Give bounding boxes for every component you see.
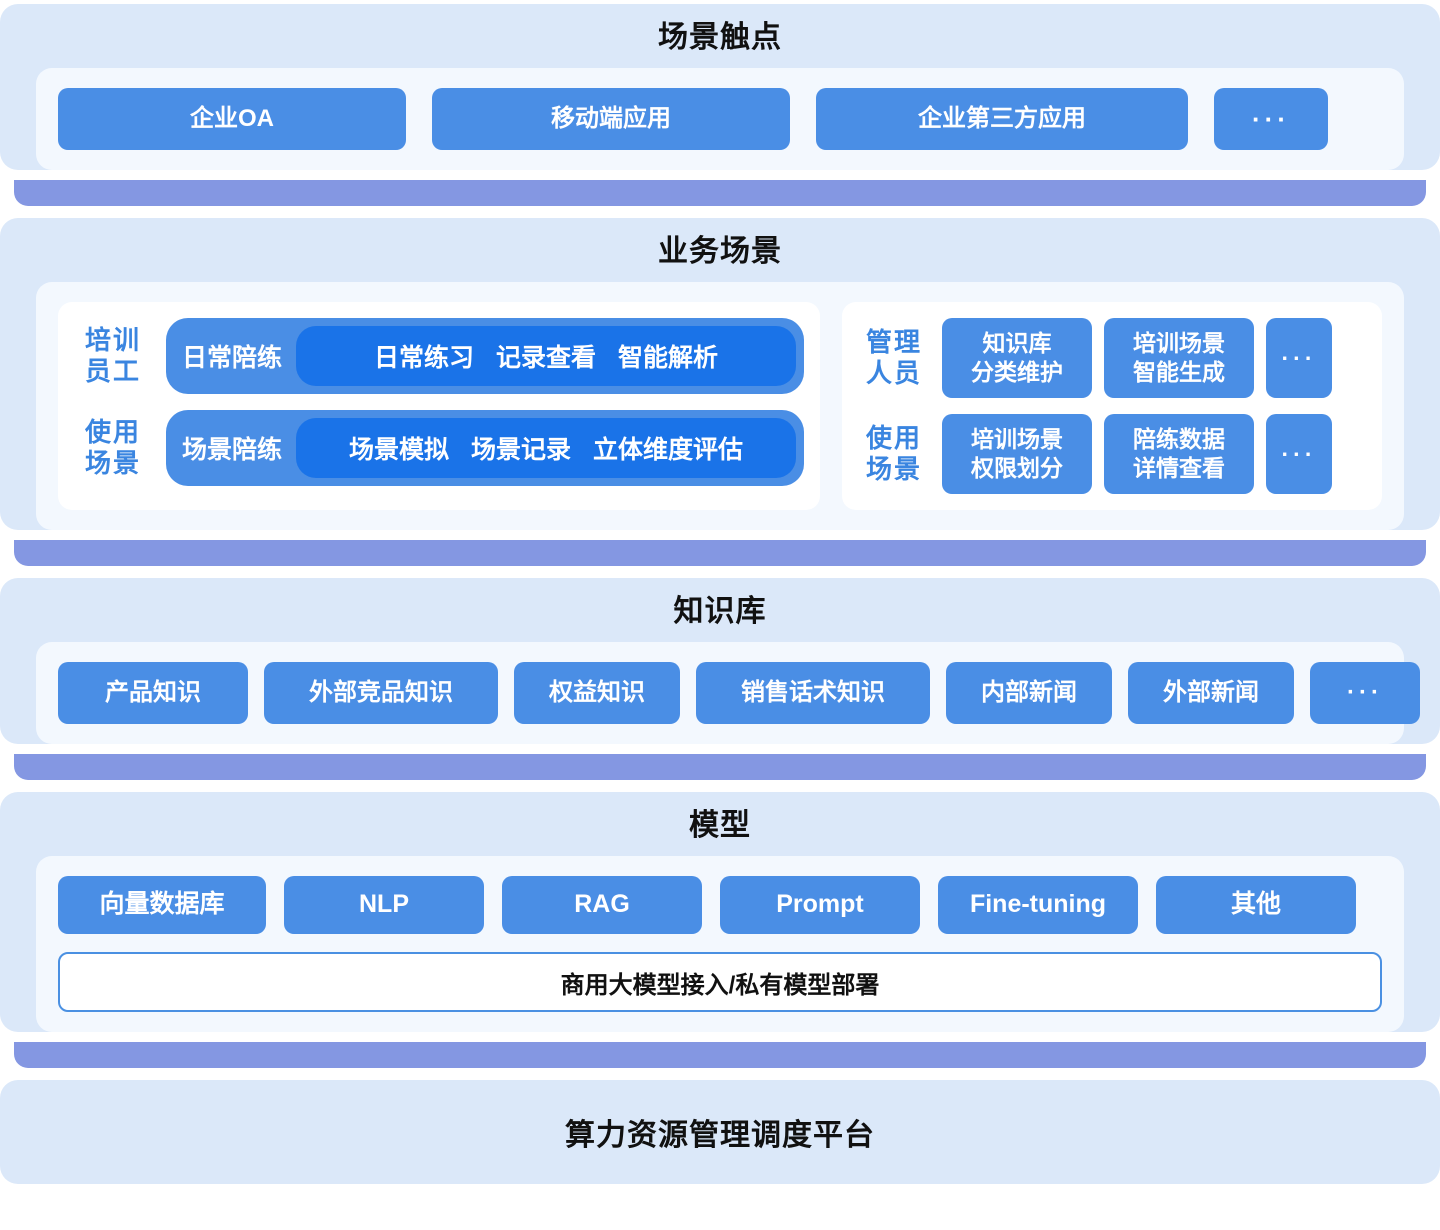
layer-shadow-band [14,540,1426,566]
pill-lead-label: 场景陪练 [182,436,283,464]
touchpoint-chip-more[interactable]: ··· [1214,88,1328,150]
business-row-manager: 管理 人员 知识库 分类维护 培训场景 智能生成 ··· [858,318,1366,398]
business-item[interactable]: 场景模拟 [348,436,449,464]
manager-chip-more[interactable]: ··· [1266,318,1332,398]
business-row-scenario: 使用 场景 场景陪练 场景模拟 场景记录 立体维度评估 [74,410,804,486]
model-panel: 模型 向量数据库 NLP RAG Prompt Fine-tuning 其他 商… [0,792,1440,1032]
manager-chip-kb-category[interactable]: 知识库 分类维护 [942,318,1092,398]
knowledge-title: 知识库 [673,595,767,628]
model-list: 向量数据库 NLP RAG Prompt Fine-tuning 其他 [58,876,1382,934]
knowledge-chip-internal-news[interactable]: 内部新闻 [946,662,1112,724]
touchpoints-card: 企业OA 移动端应用 企业第三方应用 ··· [36,68,1404,170]
pill-scenario-training[interactable]: 场景陪练 场景模拟 场景记录 立体维度评估 [166,410,804,486]
touchpoint-chip-mobile[interactable]: 移动端应用 [432,88,790,150]
business-right-card: 管理 人员 知识库 分类维护 培训场景 智能生成 ··· 使用 场景 培训场景 … [842,302,1382,510]
business-item[interactable]: 立体维度评估 [593,436,744,464]
platform-panel: 算力资源管理调度平台 [0,1080,1440,1184]
model-chip-other[interactable]: 其他 [1156,876,1356,934]
knowledge-panel: 知识库 产品知识 外部竞品知识 权益知识 销售话术知识 内部新闻 外部新闻 ··… [0,578,1440,744]
knowledge-chip-more[interactable]: ··· [1310,662,1420,724]
business-item[interactable]: 场景记录 [471,436,572,464]
layer-shadow-band [14,1042,1426,1068]
model-chip-rag[interactable]: RAG [502,876,702,934]
layer-model: 模型 向量数据库 NLP RAG Prompt Fine-tuning 其他 商… [0,792,1440,1068]
layer-shadow-band [14,180,1426,206]
knowledge-chip-benefits[interactable]: 权益知识 [514,662,680,724]
knowledge-chip-sales-script[interactable]: 销售话术知识 [696,662,930,724]
pill-daily-training[interactable]: 日常陪练 日常练习 记录查看 智能解析 [166,318,804,394]
knowledge-chip-product[interactable]: 产品知识 [58,662,248,724]
knowledge-chip-competitor[interactable]: 外部竞品知识 [264,662,498,724]
business-item[interactable]: 日常练习 [373,344,474,372]
business-columns: 培训 员工 日常陪练 日常练习 记录查看 智能解析 [58,302,1382,510]
touchpoints-panel: 场景触点 企业OA 移动端应用 企业第三方应用 ··· [0,4,1440,170]
platform-title: 算力资源管理调度平台 [565,1119,875,1152]
manager-chip-permission[interactable]: 培训场景 权限划分 [942,414,1092,494]
layer-platform: 算力资源管理调度平台 [0,1080,1440,1184]
model-chip-vector-db[interactable]: 向量数据库 [58,876,266,934]
touchpoints-title: 场景触点 [658,21,782,54]
business-card: 培训 员工 日常陪练 日常练习 记录查看 智能解析 [36,282,1404,530]
business-row-manager-scenario: 使用 场景 培训场景 权限划分 陪练数据 详情查看 ··· [858,414,1366,494]
manager-chip-data-detail[interactable]: 陪练数据 详情查看 [1104,414,1254,494]
business-panel: 业务场景 培训 员工 日常陪练 日常练习 记录查看 智能解析 [0,218,1440,530]
business-row-trainee: 培训 员工 日常陪练 日常练习 记录查看 智能解析 [74,318,804,394]
touchpoint-chip-thirdparty[interactable]: 企业第三方应用 [816,88,1188,150]
layer-knowledge: 知识库 产品知识 外部竞品知识 权益知识 销售话术知识 内部新闻 外部新闻 ··… [0,578,1440,780]
layer-shadow-band [14,754,1426,780]
role-label-scenario: 使用 场景 [84,417,141,478]
business-left-card: 培训 员工 日常陪练 日常练习 记录查看 智能解析 [58,302,820,510]
model-chip-nlp[interactable]: NLP [284,876,484,934]
model-title: 模型 [689,809,751,842]
model-chip-prompt[interactable]: Prompt [720,876,920,934]
model-card: 向量数据库 NLP RAG Prompt Fine-tuning 其他 商用大模… [36,856,1404,1032]
pill-inner-items: 场景模拟 场景记录 立体维度评估 [296,418,796,478]
layer-touchpoints: 场景触点 企业OA 移动端应用 企业第三方应用 ··· [0,4,1440,206]
business-item[interactable]: 智能解析 [618,344,719,372]
model-chip-finetuning[interactable]: Fine-tuning [938,876,1138,934]
manager-chip-scenario-gen[interactable]: 培训场景 智能生成 [1104,318,1254,398]
touchpoint-chip-oa[interactable]: 企业OA [58,88,406,150]
role-label-manager: 管理 人员 [865,327,922,388]
touchpoints-list: 企业OA 移动端应用 企业第三方应用 ··· [58,88,1382,150]
business-title: 业务场景 [658,235,782,268]
knowledge-card: 产品知识 外部竞品知识 权益知识 销售话术知识 内部新闻 外部新闻 ··· [36,642,1420,744]
pill-lead-label: 日常陪练 [182,344,283,372]
role-label-manager-scenario: 使用 场景 [865,423,922,484]
business-item[interactable]: 记录查看 [496,344,597,372]
role-label-trainee: 培训 员工 [84,325,141,386]
layer-business: 业务场景 培训 员工 日常陪练 日常练习 记录查看 智能解析 [0,218,1440,566]
knowledge-chip-external-news[interactable]: 外部新闻 [1128,662,1294,724]
knowledge-list: 产品知识 外部竞品知识 权益知识 销售话术知识 内部新闻 外部新闻 ··· [58,662,1420,724]
pill-inner-items: 日常练习 记录查看 智能解析 [296,326,796,386]
model-deploy-bar[interactable]: 商用大模型接入/私有模型部署 [58,952,1382,1012]
manager-chip-more[interactable]: ··· [1266,414,1332,494]
